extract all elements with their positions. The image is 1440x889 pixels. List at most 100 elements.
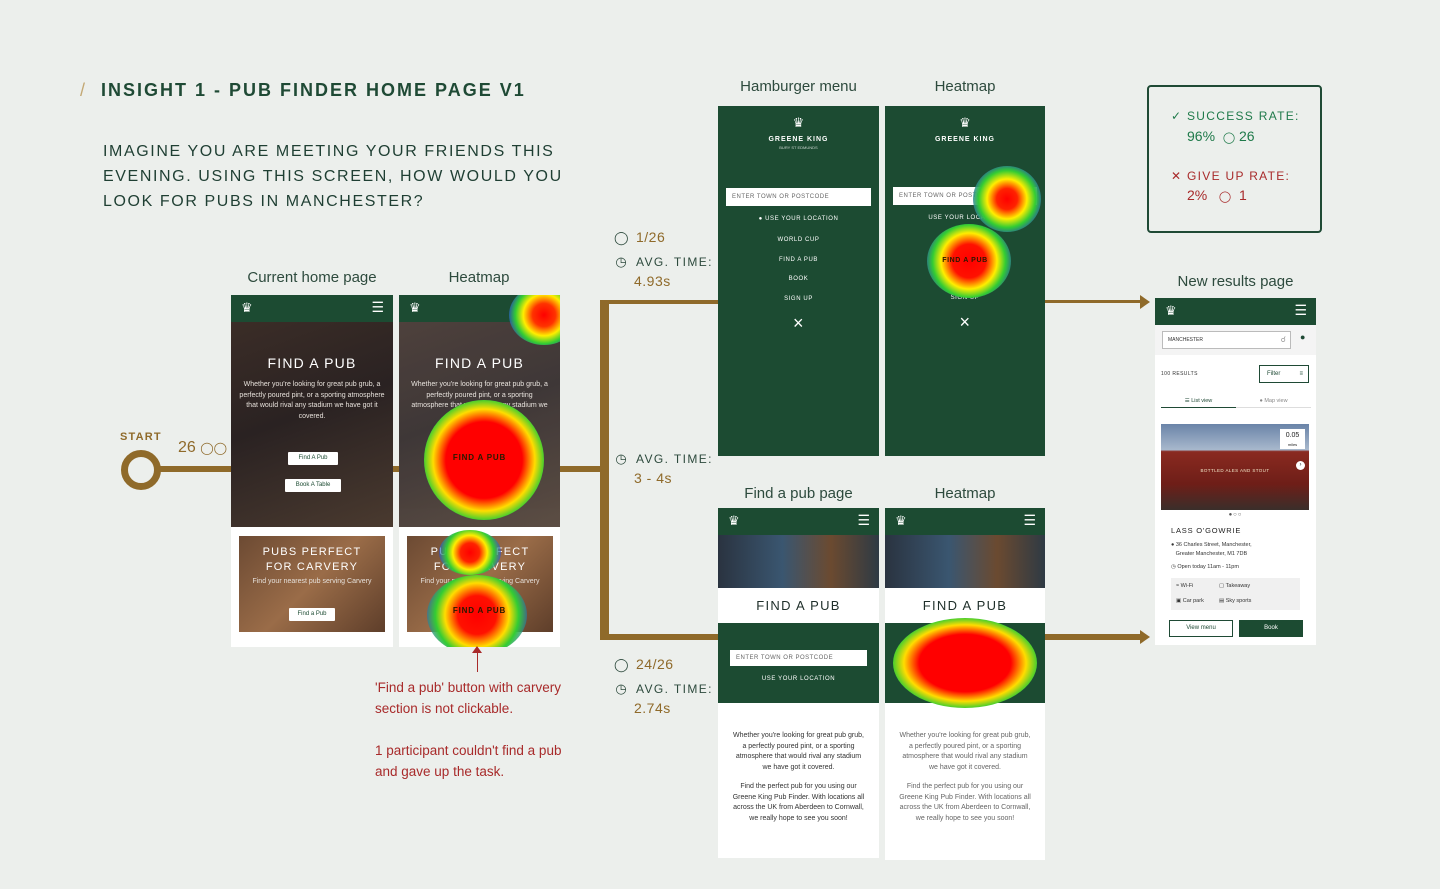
tab-map-view[interactable]: ● Map view: [1236, 398, 1311, 408]
find-hamburger-icon[interactable]: ☰: [857, 512, 870, 528]
stats-bottom: ◯24/26 ◷AVG. TIME: 2.74s: [614, 656, 713, 718]
pin-icon: ●: [758, 216, 763, 222]
start-count-value: 26: [178, 439, 196, 456]
success-row: ✓ SUCCESS RATE:: [1171, 109, 1300, 123]
heat3-crown-icon: ♛: [895, 513, 907, 528]
pub-address-1: 36 Charles Street, Manchester,: [1175, 542, 1252, 548]
amenity-carpark: ▣ Car park: [1176, 598, 1204, 604]
find-search-panel: ENTER TOWN OR POSTCODE USE YOUR LOCATION: [718, 623, 879, 703]
carvery-find-pub-button[interactable]: Find a Pub: [289, 608, 335, 621]
amenity-skysports-label: Sky sports: [1225, 598, 1252, 604]
stats-bottom-participants: 24/26: [636, 656, 674, 672]
heat2-logo: GREENE KING: [934, 136, 995, 143]
distance-unit: miles: [1287, 442, 1298, 447]
results-search-input[interactable]: MANCHESTER☌: [1162, 331, 1291, 349]
menu-item-world-cup[interactable]: WORLD CUP: [777, 237, 820, 243]
pub-hours-value: Open today 11am - 11pm: [1177, 564, 1239, 570]
pub-hours: ◷ Open today 11am - 11pm: [1171, 564, 1239, 570]
stats-mid-avg-value: 3 - 4s: [634, 470, 673, 486]
task-question: IMAGINE YOU ARE MEETING YOUR FRIENDS THI…: [103, 143, 563, 210]
giveup-count: 1: [1239, 187, 1247, 203]
heat3-page-title: FIND A PUB: [922, 598, 1008, 613]
filter-button[interactable]: Filter≡: [1259, 365, 1309, 383]
menu-logo: GREENE KING: [768, 136, 829, 143]
menu-item-book[interactable]: BOOK: [788, 276, 809, 282]
caption-heatmap-1: Heatmap: [448, 269, 510, 286]
book-a-table-button[interactable]: Book A Table: [285, 479, 341, 492]
pub-photo: BOTTLED ALES AND STOUT 0.05 miles ›: [1161, 424, 1309, 510]
book-button[interactable]: Book: [1239, 620, 1303, 637]
home-hero-body: Whether you're looking for great pub gru…: [239, 381, 385, 420]
wifi-icon: ≈: [1176, 583, 1180, 589]
find-postcode-input[interactable]: ENTER TOWN OR POSTCODE: [730, 650, 867, 666]
pub-sign-text: BOTTLED ALES AND STOUT: [1200, 468, 1270, 473]
menu-postcode-input[interactable]: ENTER TOWN OR POSTCODE: [726, 188, 871, 206]
stats-bottom-avg-value: 2.74s: [634, 700, 671, 716]
caption-hamburger: Hamburger menu: [740, 78, 857, 95]
stats-top-avg-value: 4.93s: [634, 273, 671, 289]
heat3-paragraph-2: Find the perfect pub for you using our G…: [899, 783, 1031, 822]
note-pointer-line: [477, 652, 478, 672]
summary-box: ✓ SUCCESS RATE: 96% ◯ 26 ✕ GIVE UP RATE:…: [1147, 85, 1322, 233]
results-search-value: MANCHESTER: [1168, 337, 1204, 343]
caption-heatmap-2: Heatmap: [934, 78, 996, 95]
tv-icon: ▤: [1219, 598, 1225, 604]
find-a-pub-button[interactable]: Find A Pub: [288, 452, 338, 465]
screen-heatmap-home: ♛☰ FIND A PUB Whether you're looking for…: [399, 295, 560, 647]
hamburger-icon[interactable]: ☰: [371, 299, 384, 315]
heat2-crown-icon: ♛: [959, 115, 971, 130]
success-pct: 96%: [1187, 128, 1216, 144]
location-pin-icon[interactable]: ●: [1300, 332, 1306, 342]
heat3-hero-image: [885, 535, 1045, 588]
menu-item-sign-up[interactable]: SIGN UP: [784, 296, 813, 302]
participants-icon: ◯: [614, 230, 629, 245]
heat2-postcode-input: ENTER TOWN OR POSTCODE: [893, 187, 1037, 205]
list-icon: ☰: [1184, 398, 1190, 404]
carousel-next-icon[interactable]: ›: [1296, 461, 1305, 470]
parking-icon: ▣: [1176, 598, 1182, 604]
distance-badge: 0.05 miles: [1280, 429, 1305, 449]
heat1-hero-body: Whether you're looking for great pub gru…: [411, 381, 548, 420]
find-page-title: FIND A PUB: [756, 598, 841, 613]
flow-line-branch-top: [600, 300, 718, 304]
stats-mid: ◷AVG. TIME: 3 - 4s: [614, 450, 713, 488]
heat1-label-find-pub: FIND A PUB: [452, 453, 507, 462]
heat2-item-world-cup: WORLD CUP: [943, 236, 987, 242]
map-view-label: Map view: [1264, 398, 1288, 404]
arrow-head-top: [1140, 295, 1150, 309]
amenity-wifi: ≈ Wi-Fi: [1176, 583, 1193, 589]
heat2-item-sign-up: SIGN UP: [950, 295, 980, 301]
amenity-wifi-label: Wi-Fi: [1180, 583, 1194, 589]
tab-list-view[interactable]: ☰ List view: [1161, 398, 1236, 408]
success-users-icon: ◯: [1222, 132, 1236, 144]
menu-item-find-a-pub[interactable]: FIND A PUB: [778, 257, 818, 263]
heat1-header: ♛☰: [399, 295, 560, 322]
heat1-carvery: PUBS PERFECT FOR CARVERY Find your neare…: [407, 536, 553, 632]
caption-results: New results page: [1177, 273, 1294, 290]
stats-mid-avg-label: AVG. TIME:: [636, 452, 713, 466]
home-hero: FIND A PUB Whether you're looking for gr…: [231, 322, 393, 527]
participants-icon: ◯◯: [200, 441, 228, 455]
stats-top-participants: 1/26: [636, 229, 666, 245]
filter-label: Filter: [1267, 371, 1281, 377]
flow-line-to-results-bottom: [1045, 634, 1140, 640]
heat1-carvery-title: PUBS PERFECT FOR CARVERY: [430, 546, 530, 573]
title-insight: INSIGHT 1: [101, 80, 208, 100]
menu-use-location[interactable]: ● USE YOUR LOCATION: [718, 216, 879, 222]
success-label: SUCCESS RATE:: [1187, 109, 1300, 123]
menu-location-label: USE YOUR LOCATION: [765, 216, 839, 222]
pub-address: ● 36 Charles Street, Manchester, Greater…: [1171, 541, 1252, 559]
address-pin-icon: ●: [1171, 542, 1175, 548]
distance-value: 0.05: [1285, 432, 1300, 439]
menu-close-icon[interactable]: ×: [792, 313, 805, 333]
heat1-hero-title: FIND A PUB: [434, 355, 525, 371]
results-hamburger-icon[interactable]: ☰: [1294, 302, 1307, 318]
giveup-row: ✕ GIVE UP RATE:: [1171, 169, 1290, 183]
find-use-location[interactable]: USE YOUR LOCATION: [761, 676, 836, 682]
results-header: ♛☰: [1155, 298, 1316, 325]
map-pin-icon: ●: [1259, 398, 1263, 404]
heat1-label-carvery: FIND A PUB: [452, 606, 507, 615]
heat1-hamburger-icon: ☰: [538, 299, 551, 315]
view-menu-button[interactable]: View menu: [1169, 620, 1233, 637]
heat3-paragraph-1: Whether you're looking for great pub gru…: [899, 732, 1031, 771]
